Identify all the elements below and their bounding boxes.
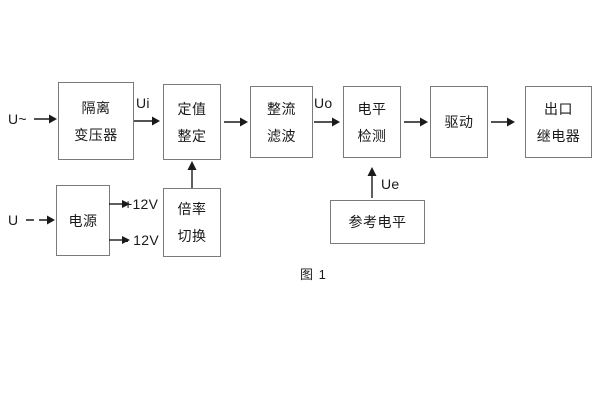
block-power-supply: 电源: [56, 185, 110, 256]
arrow-reference-level-to-level-detect: [366, 166, 378, 199]
block-isolation-transformer-line1: 隔离: [81, 99, 111, 116]
block-output-relay-line2: 继电器: [536, 127, 581, 144]
block-isolation-transformer: 隔离 变压器: [58, 82, 134, 160]
block-multiplier-switch-line2: 切换: [177, 228, 207, 244]
block-multiplier-switch: 倍率 切换: [163, 188, 221, 257]
block-drive-line1: 驱动: [444, 114, 474, 130]
figure-caption: 图 1: [300, 267, 327, 282]
signal-label-input-ac: U~: [8, 111, 27, 127]
block-setpoint-line2: 整定: [177, 127, 207, 144]
signal-label-rail-negative: - 12V: [124, 232, 159, 248]
arrow-drive-to-output-relay: [491, 116, 516, 128]
arrow-input-dc-to-power-supply: [24, 214, 56, 226]
signal-label-input-dc: U: [8, 212, 19, 228]
block-setpoint: 定值 整定: [163, 84, 221, 160]
block-reference-level-line1: 参考电平: [348, 214, 407, 230]
signal-label-rail-positive: +12V: [124, 196, 159, 212]
block-reference-level: 参考电平: [330, 200, 425, 244]
block-rectify-filter-line2: 滤波: [267, 127, 296, 144]
block-rectify-filter-line1: 整流: [267, 100, 296, 117]
block-rectify-filter: 整流 滤波: [250, 86, 313, 158]
arrow-level-detect-to-drive: [404, 116, 429, 128]
block-setpoint-line1: 定值: [177, 100, 207, 117]
block-level-detect: 电平 检测: [343, 86, 401, 158]
arrow-power-rail-positive: [109, 198, 131, 210]
signal-label-ui: Ui: [136, 95, 150, 111]
arrow-setpoint-to-rectify-filter: [224, 116, 249, 128]
arrow-isolation-transformer-to-setpoint: [134, 115, 161, 127]
block-isolation-transformer-line2: 变压器: [74, 126, 118, 143]
arrow-rectify-filter-to-level-detect: [314, 116, 341, 128]
block-level-detect-line2: 检测: [357, 127, 387, 144]
arrow-multiplier-switch-to-setpoint: [186, 160, 198, 189]
block-multiplier-switch-line1: 倍率: [177, 201, 207, 217]
arrow-input-ac-to-isolation-transformer: [34, 113, 58, 125]
signal-label-uo: Uo: [314, 95, 333, 111]
block-level-detect-line1: 电平: [357, 100, 387, 117]
block-output-relay: 出口 继电器: [525, 86, 592, 158]
arrow-power-rail-negative: [109, 234, 131, 246]
block-power-supply-line1: 电源: [68, 212, 98, 229]
block-output-relay-line1: 出口: [544, 100, 573, 117]
block-drive: 驱动: [430, 86, 488, 158]
signal-label-ue: Ue: [381, 176, 400, 192]
